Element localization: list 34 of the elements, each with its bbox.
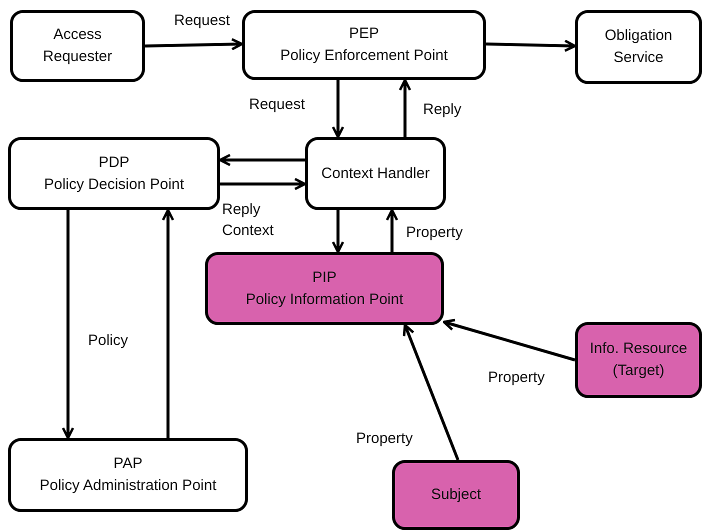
process-box	[575, 322, 702, 398]
process-box	[305, 137, 446, 210]
arrow	[62, 210, 74, 440]
arrow	[332, 80, 344, 138]
box-text: PAP	[114, 454, 142, 474]
box-text: Subject	[430, 485, 482, 506]
process-box	[8, 438, 248, 512]
arrow	[332, 210, 344, 254]
arrow	[486, 40, 576, 52]
process-box	[10, 10, 145, 82]
arrow	[398, 78, 412, 137]
box-text: Policy Enforcement Point	[280, 46, 448, 66]
arrow	[220, 178, 306, 190]
box-text: Policy Decision Point	[44, 174, 184, 194]
process-box	[8, 137, 220, 210]
box-text: Policy Information Point	[246, 290, 404, 310]
arrow	[386, 208, 398, 252]
box-text: PDP	[98, 152, 130, 173]
arrow	[162, 208, 174, 438]
arrow	[402, 324, 460, 461]
box-text: Context Handler	[321, 164, 430, 184]
arrow	[144, 38, 244, 50]
process-box	[242, 10, 486, 80]
box-text: Info. Resource (Target)	[588, 339, 688, 381]
box-text: Policy Administration Point	[40, 476, 216, 496]
arrow	[442, 318, 576, 362]
process-box	[575, 10, 702, 84]
box-text: PIP	[312, 268, 337, 288]
process-box	[205, 252, 444, 325]
arrow	[218, 154, 305, 166]
process-box	[392, 460, 520, 530]
box-text: Access Requester	[42, 25, 114, 67]
box-text: PEP	[348, 24, 379, 44]
box-text: Obligation Service	[604, 26, 674, 68]
